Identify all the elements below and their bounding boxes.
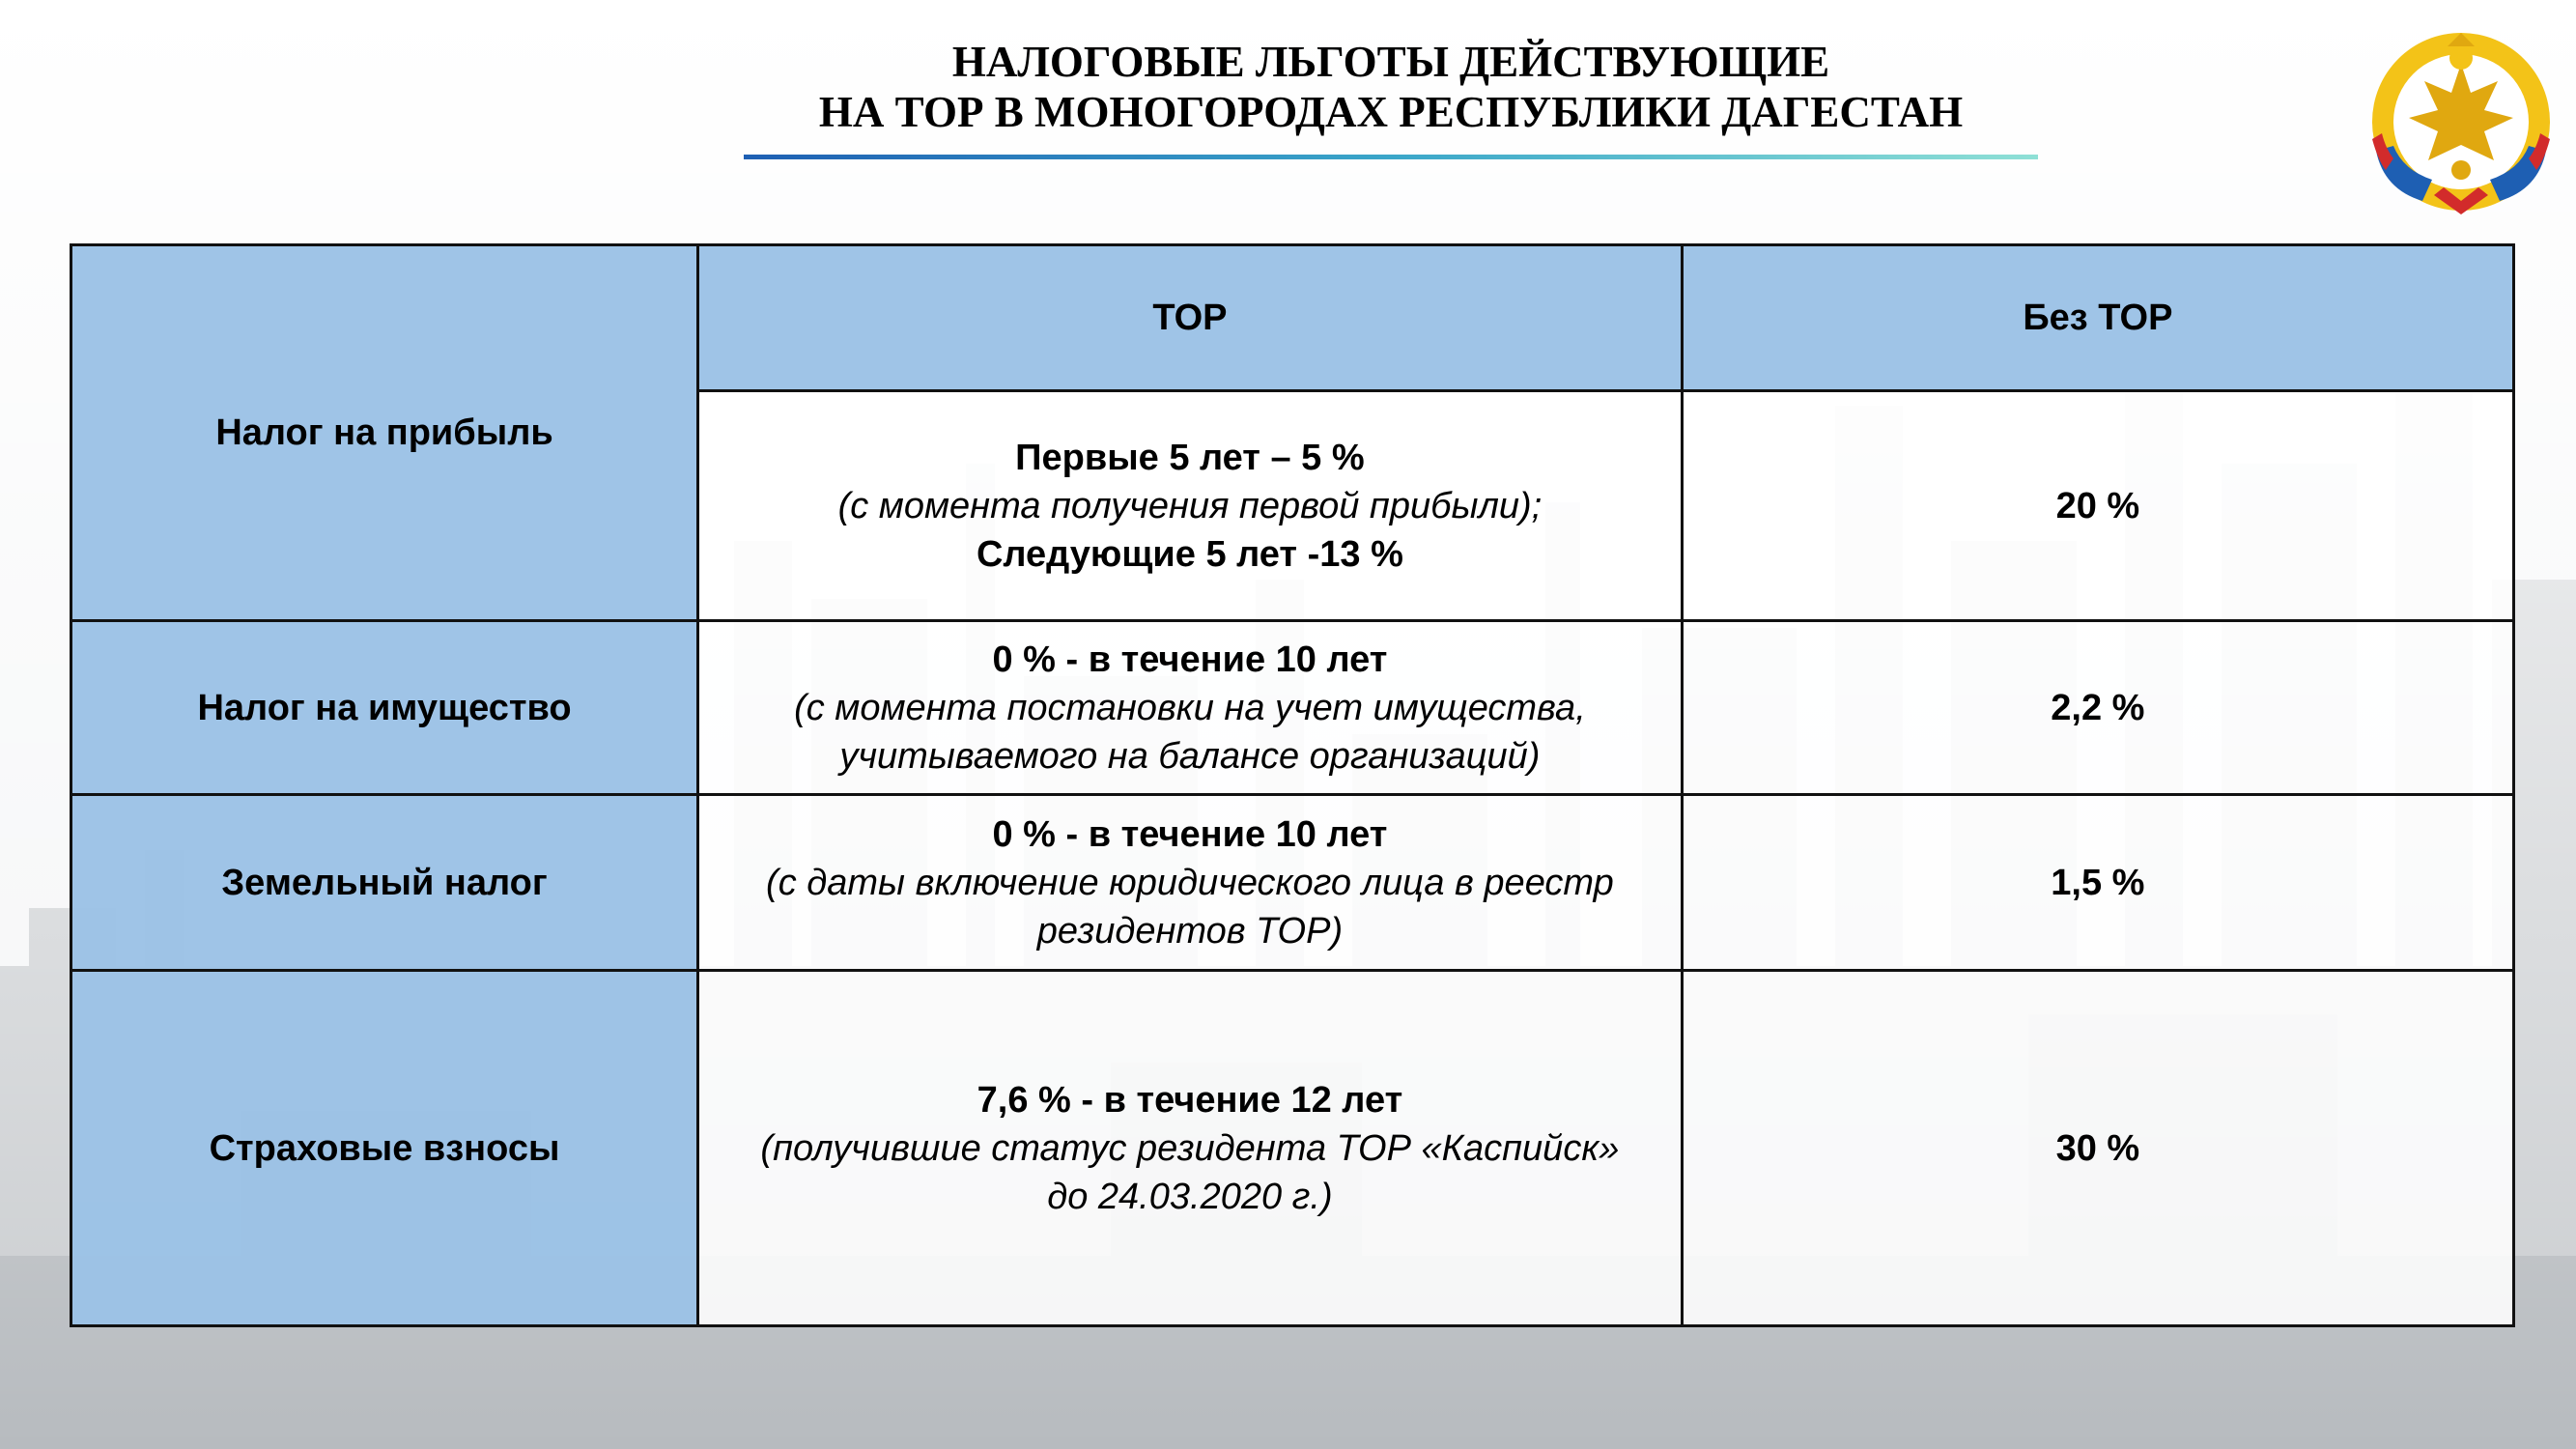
table-row-label-profit-tax: Налог на прибыль	[69, 243, 700, 622]
table-header-row: Налог на прибыль ТОР Без ТОР	[69, 242, 2516, 622]
table-row: Страховые взносы 7,6 % - в течение 12 ле…	[69, 969, 2516, 1327]
cell-main-value: 0 % - в течение 10 лет	[992, 639, 1388, 680]
cell-tor-profit-tax: Первые 5 лет – 5 % (с момента получения …	[696, 389, 1684, 622]
cell-note: (с момента получения первой прибыли);	[837, 485, 1543, 526]
cell-tor-property-tax: 0 % - в течение 10 лет (с момента постан…	[696, 619, 1684, 796]
page-title: НАЛОГОВЫЕ ЛЬГОТЫ ДЕЙСТВУЮЩИЕ НА ТОР В МО…	[744, 37, 2038, 137]
column-header-no-tor: Без ТОР	[1680, 242, 2516, 393]
cell-no-tor-land-tax: 1,5 %	[1680, 793, 2516, 972]
cell-main-value: 0 % - в течение 10 лет	[992, 813, 1388, 855]
column-header-tor: ТОР	[696, 242, 1684, 393]
cell-tor-insurance: 7,6 % - в течение 12 лет (получившие ста…	[696, 969, 1684, 1327]
dagestan-coat-of-arms-icon	[2372, 33, 2550, 214]
cell-no-tor-insurance: 30 %	[1680, 969, 2516, 1327]
cell-note-line-1: (с момента постановки на учет имущества,	[794, 687, 1586, 728]
cell-note-line-1: (с даты включение юридического лица в ре…	[766, 862, 1614, 903]
table-row: Первые 5 лет – 5 % (с момента получения …	[71, 389, 2516, 622]
page-title-line-2: НА ТОР В МОНОГОРОДАХ РЕСПУБЛИКИ ДАГЕСТАН	[818, 88, 1964, 136]
cell-no-tor-profit-tax: 20 %	[1680, 389, 2516, 622]
cell-note-line-2: резидентов ТОР)	[1036, 910, 1344, 952]
table-row-label-insurance: Страховые взносы	[69, 969, 700, 1327]
cell-main-value: Первые 5 лет – 5 %	[1015, 437, 1365, 478]
table-row-label-property-tax: Налог на имущество	[69, 619, 700, 796]
cell-main-value: 7,6 % - в течение 12 лет	[977, 1079, 1403, 1121]
table-row-label-land-tax: Земельный налог	[69, 793, 700, 972]
cell-note-line-2: до 24.03.2020 г.)	[1047, 1176, 1333, 1217]
cell-no-tor-property-tax: 2,2 %	[1680, 619, 2516, 796]
title-underline	[744, 155, 2038, 159]
tax-benefits-table: Налог на прибыль ТОР Без ТОР Первые 5 ле…	[69, 242, 2516, 1327]
page-title-line-1: НАЛОГОВЫЕ ЛЬГОТЫ ДЕЙСТВУЮЩИЕ	[951, 38, 1830, 86]
table-row: Налог на имущество 0 % - в течение 10 ле…	[69, 619, 2516, 796]
cell-tor-land-tax: 0 % - в течение 10 лет (с даты включение…	[696, 793, 1684, 972]
table-row: Земельный налог 0 % - в течение 10 лет (…	[69, 793, 2516, 972]
cell-note-line-2: учитываемого на балансе организаций)	[839, 735, 1541, 777]
cell-extra-value: Следующие 5 лет -13 %	[976, 533, 1403, 575]
cell-note-line-1: (получившие статус резидента ТОР «Каспий…	[760, 1127, 1620, 1169]
